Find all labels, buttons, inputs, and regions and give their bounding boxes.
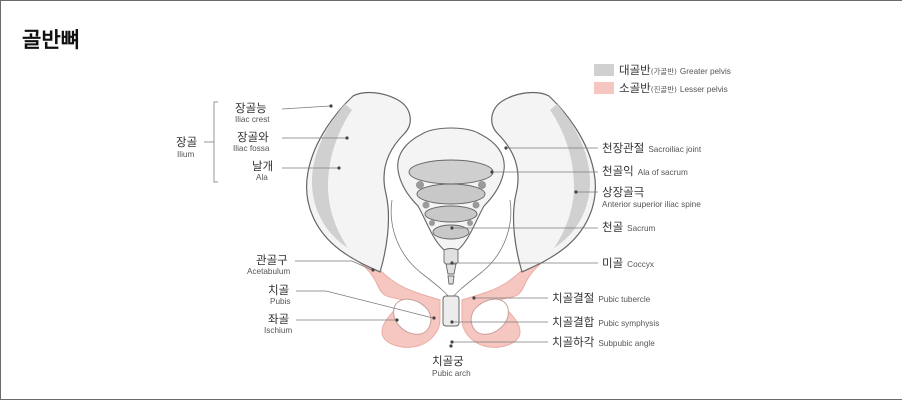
label-ischium-en: Ischium <box>264 326 292 335</box>
label-pubic-symphysis-ko: 치골결합 <box>552 315 595 329</box>
svg-text:대골반(가골반)Greater pelvis: 대골반(가골반)Greater pelvis <box>619 63 731 77</box>
label-sacrum-ko: 천골 <box>602 220 623 234</box>
label-ala-of-sacrum-ko: 천골익 <box>602 164 634 178</box>
label-pubic-tubercle-en: Pubic tubercle <box>598 295 650 304</box>
label-ala-en: Ala <box>256 173 268 182</box>
label-coccyx-ko: 미골 <box>602 256 623 270</box>
legend-swatch-lesser <box>594 82 614 94</box>
label-acetabulum-en: Acetabulum <box>247 267 290 276</box>
label-pubic-arch-ko: 치골궁 <box>432 354 464 368</box>
label-pubis-en: Pubis <box>270 297 290 306</box>
label-acetabulum-ko: 관골구 <box>256 253 288 267</box>
legend-greater-en: Greater pelvis <box>680 67 731 76</box>
label-ala-of-sacrum-en: Ala of sacrum <box>638 168 688 177</box>
label-pubic-tubercle-ko: 치골결절 <box>552 291 594 305</box>
label-coccyx-en: Coccyx <box>627 260 654 269</box>
label-asis-ko: 상장골극 <box>602 185 644 199</box>
label-sacroiliac-ko: 천장관절 <box>602 141 644 155</box>
label-pubis-ko: 치골 <box>268 283 289 297</box>
label-subpubic-angle-en: Subpubic angle <box>598 339 655 348</box>
label-pubic-arch-en: Pubic arch <box>432 369 471 378</box>
legend-greater-paren: (가골반) <box>651 67 677 76</box>
label-iliac-fossa-ko: 장골와 <box>237 130 269 144</box>
label-iliac-crest-ko: 장골능 <box>235 101 267 115</box>
label-ala-ko: 날개 <box>252 159 273 173</box>
sacrum <box>398 128 505 284</box>
label-asis-en: Anterior superior iliac spine <box>602 200 701 209</box>
legend-swatch-greater <box>594 64 614 76</box>
legend-lesser-ko: 소골반 <box>619 81 651 95</box>
label-iliac-crest-en: Iliac crest <box>235 115 270 124</box>
legend-lesser-paren: (진골반) <box>651 85 677 94</box>
label-sacrum-en: Sacrum <box>627 224 655 233</box>
group-ilium-en: Ilium <box>177 150 194 159</box>
group-ilium-ko: 장골 <box>176 135 197 149</box>
svg-text:소골반(진골반)Lesser pelvis: 소골반(진골반)Lesser pelvis <box>619 81 728 95</box>
label-sacroiliac-en: Sacroiliac joint <box>648 145 702 154</box>
legend-greater-ko: 대골반 <box>619 63 651 77</box>
label-iliac-fossa-en: Iliac fossa <box>233 144 270 153</box>
label-ischium-ko: 좌골 <box>268 312 289 326</box>
legend-lesser-en: Lesser pelvis <box>680 85 728 94</box>
label-subpubic-angle-ko: 치골하각 <box>552 335 595 349</box>
label-pubic-symphysis-en: Pubic symphysis <box>598 319 659 328</box>
ilium-bracket: 장골 Ilium <box>176 102 218 182</box>
legend: 대골반(가골반)Greater pelvis 소골반(진골반)Lesser pe… <box>594 63 731 95</box>
